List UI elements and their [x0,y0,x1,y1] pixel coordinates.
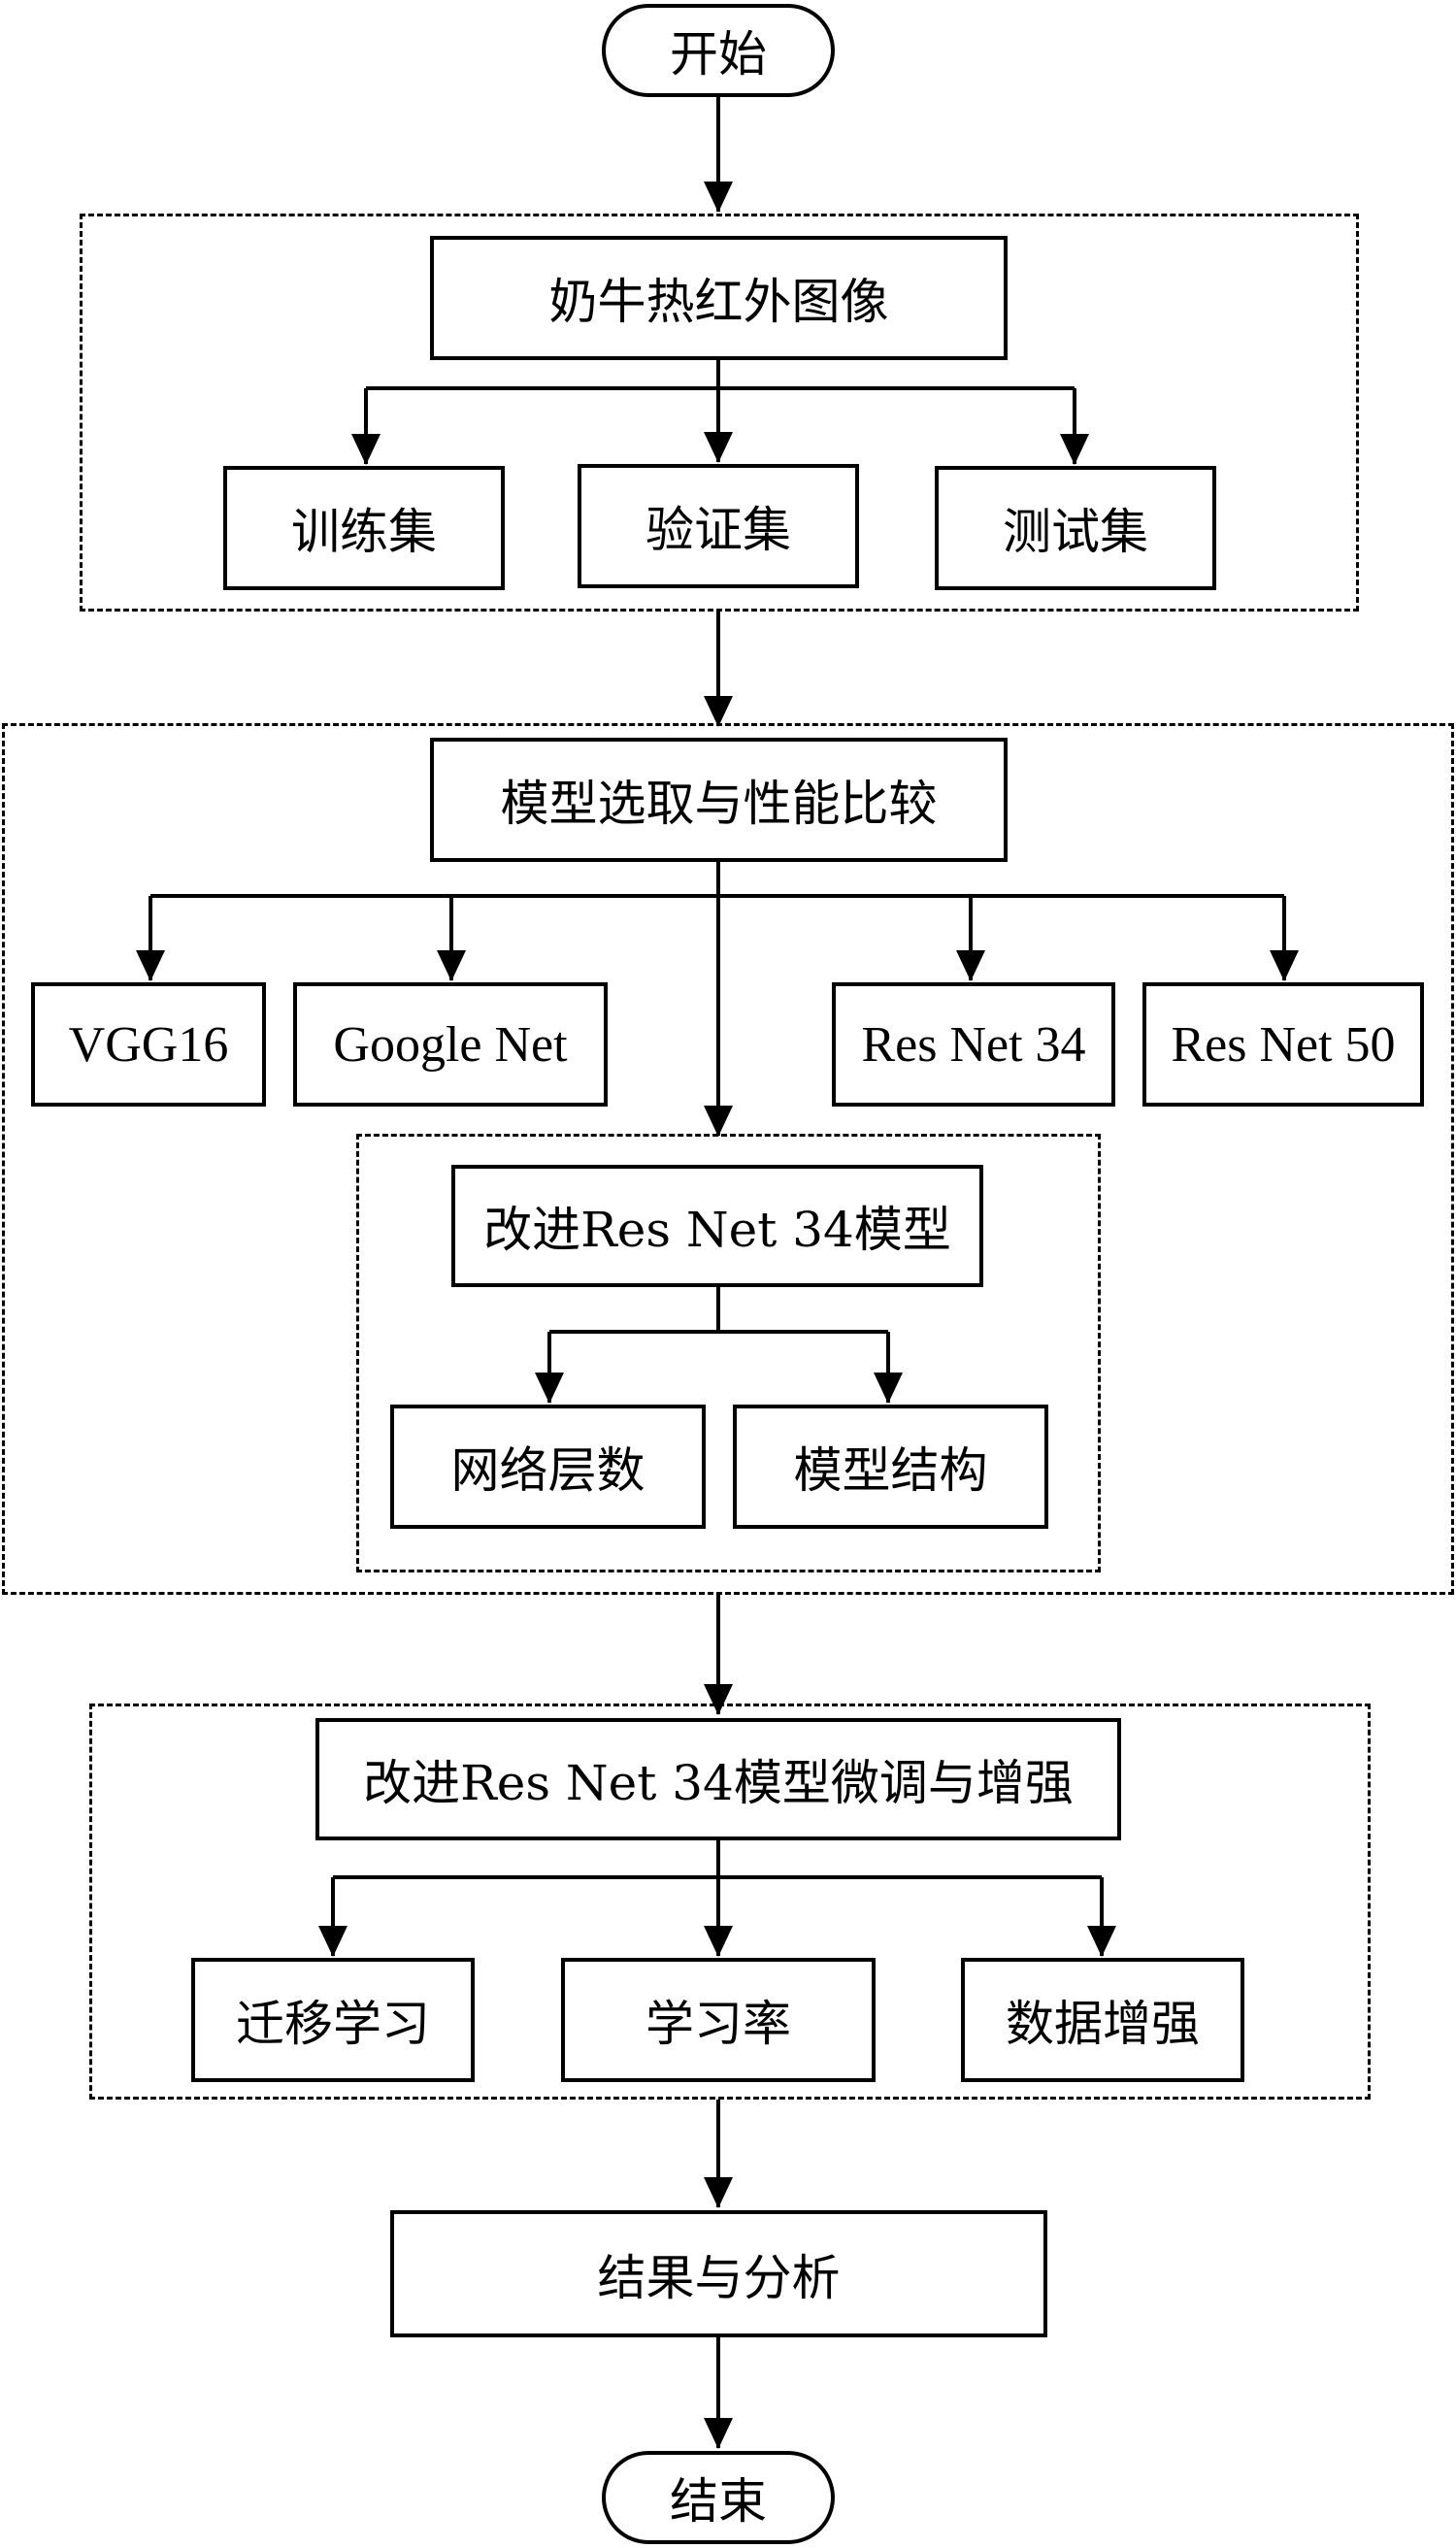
test-set-node: 测试集 [935,466,1216,590]
network-layers-node: 网络层数 [390,1405,706,1529]
data-augmentation-label: 数据增强 [1006,1996,1200,2052]
resnet50-label: Res Net 50 [1171,1016,1396,1073]
model-structure-node: 模型结构 [733,1405,1048,1529]
model-selection-label: 模型选取与性能比较 [500,776,938,832]
vgg16-label: VGG16 [68,1016,229,1073]
start-node: 开始 [602,4,835,97]
resnet34-node: Res Net 34 [832,982,1115,1107]
test-set-label: 测试集 [1003,504,1148,560]
learning-rate-label: 学习率 [645,1996,791,2052]
train-set-node: 训练集 [223,466,505,590]
googlenet-node: Google Net [293,982,608,1107]
improved-resnet34-node: 改进Res Net 34模型 [451,1165,983,1287]
result-analysis-node: 结果与分析 [390,2210,1047,2337]
data-augmentation-node: 数据增强 [961,1958,1244,2082]
tuning-label: 改进Res Net 34模型微调与增强 [363,1755,1074,1811]
data-group [80,214,1359,612]
tuning-node: 改进Res Net 34模型微调与增强 [315,1718,1121,1840]
end-label: 结束 [670,2473,767,2530]
result-analysis-label: 结果与分析 [597,2249,841,2306]
improved-resnet34-label: 改进Res Net 34模型 [483,1202,951,1258]
learning-rate-node: 学习率 [561,1958,876,2082]
model-selection-node: 模型选取与性能比较 [430,738,1008,862]
end-node: 结束 [602,2451,835,2544]
resnet50-node: Res Net 50 [1142,982,1424,1107]
thermal-image-node: 奶牛热红外图像 [430,236,1008,360]
transfer-learning-node: 迁移学习 [191,1958,475,2082]
start-label: 开始 [670,26,767,83]
model-structure-label: 模型结构 [793,1442,988,1499]
validation-set-node: 验证集 [578,464,859,588]
network-layers-label: 网络层数 [450,1442,645,1499]
vgg16-node: VGG16 [31,982,266,1107]
googlenet-label: Google Net [333,1016,568,1073]
transfer-learning-label: 迁移学习 [236,1996,430,2052]
resnet34-label: Res Net 34 [861,1016,1086,1073]
thermal-image-label: 奶牛热红外图像 [548,274,889,330]
validation-set-label: 验证集 [645,502,791,558]
train-set-label: 训练集 [291,504,437,560]
